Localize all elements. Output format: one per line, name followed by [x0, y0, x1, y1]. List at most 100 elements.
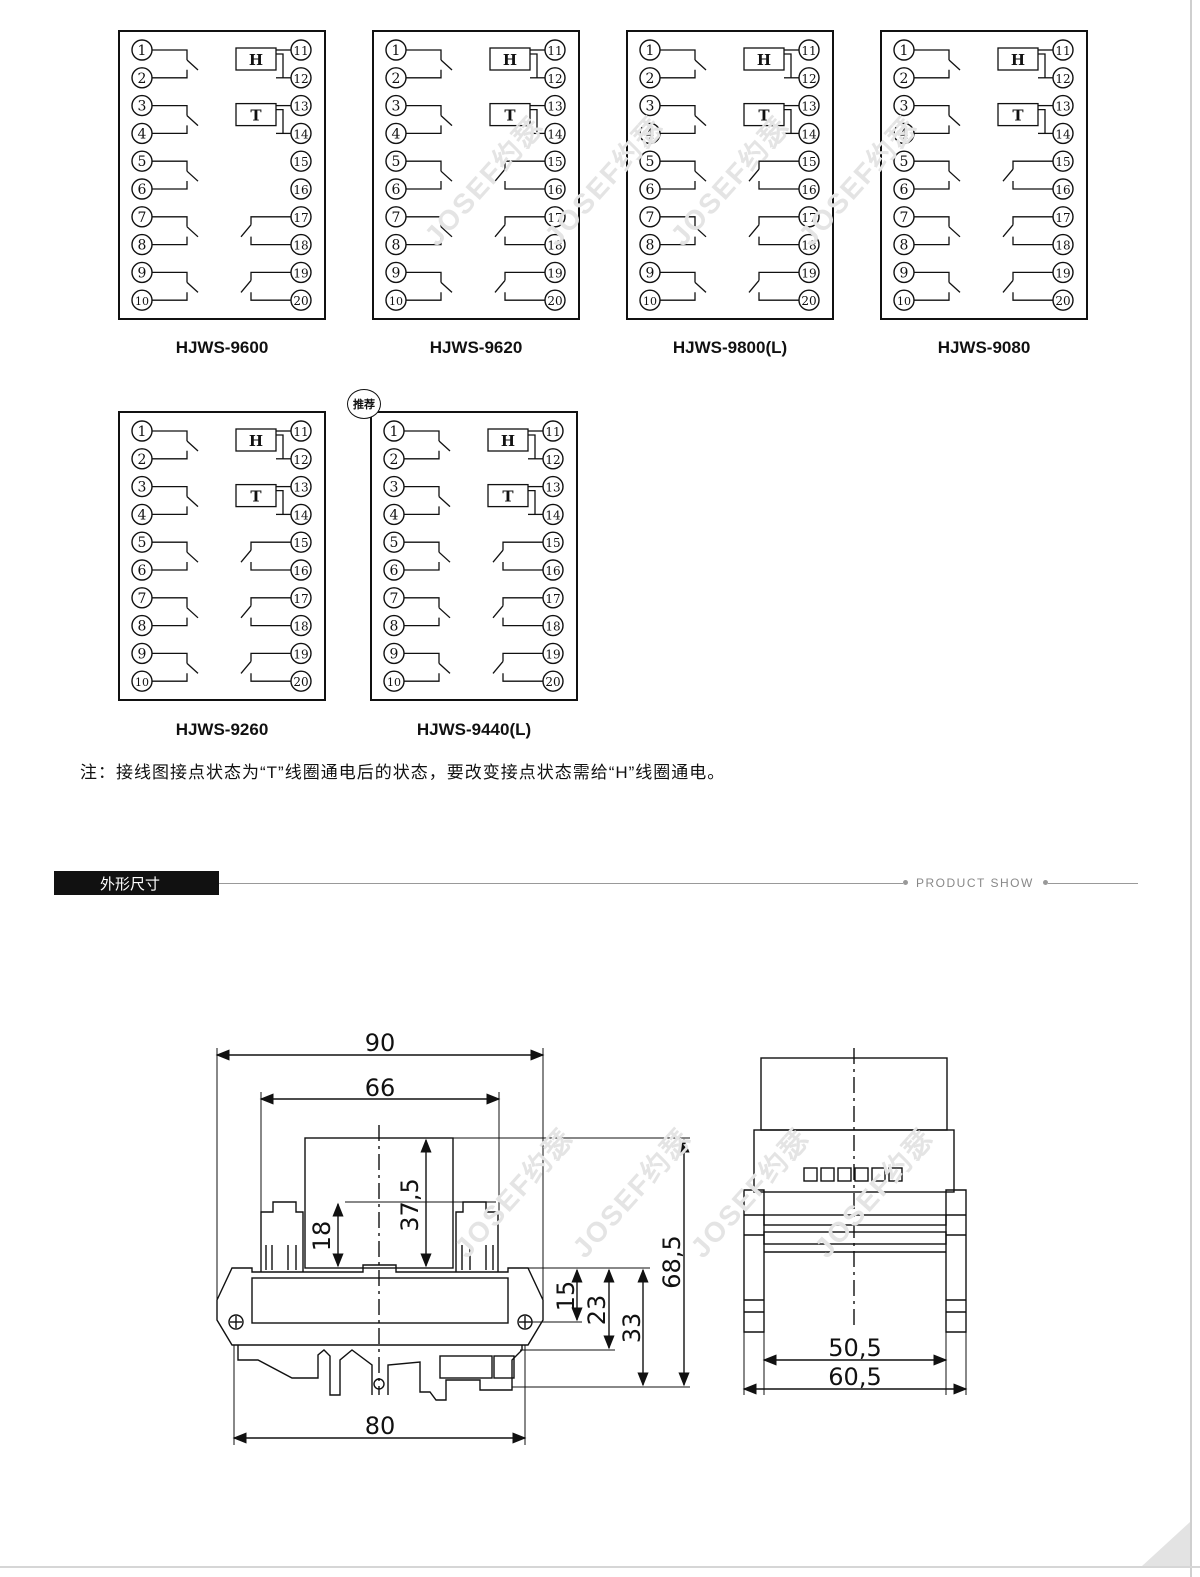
svg-text:16: 16: [1055, 183, 1070, 197]
terminal-right: 15: [1052, 150, 1074, 172]
contact-left: [404, 541, 451, 571]
page-edge-right: [1190, 0, 1192, 1577]
svg-text:15: 15: [293, 155, 308, 169]
svg-text:13: 13: [547, 100, 562, 114]
svg-text:5: 5: [392, 154, 401, 170]
svg-text:16: 16: [293, 183, 308, 197]
svg-text:3: 3: [138, 99, 147, 115]
terminal-right: 14: [1052, 122, 1074, 145]
svg-text:17: 17: [801, 211, 816, 225]
terminal-left: 6: [131, 178, 153, 200]
svg-text:12: 12: [1055, 72, 1070, 86]
svg-text:10: 10: [135, 676, 149, 689]
svg-text:17: 17: [293, 592, 308, 606]
model-label: HJWS-9600: [175, 338, 269, 357]
svg-text:3: 3: [900, 99, 909, 115]
terminal-right: 19: [798, 261, 820, 284]
svg-text:H: H: [503, 51, 517, 69]
svg-text:7: 7: [900, 210, 909, 226]
dim-terminal-height: 18: [308, 1221, 336, 1252]
svg-text:5: 5: [138, 535, 147, 551]
contact-right: [1002, 271, 1053, 301]
contact-left: [404, 485, 451, 516]
contact-right: [494, 160, 545, 190]
svg-text:H: H: [757, 51, 771, 69]
svg-text:10: 10: [135, 295, 149, 308]
svg-text:12: 12: [293, 72, 308, 86]
svg-text:9: 9: [900, 265, 909, 281]
svg-text:4: 4: [392, 126, 401, 142]
svg-text:7: 7: [138, 591, 147, 607]
terminal-right: 12: [1052, 67, 1074, 89]
terminal-right: 17: [798, 206, 820, 228]
contact-left: [406, 216, 453, 246]
svg-text:19: 19: [547, 266, 562, 280]
contact-right: [494, 271, 545, 301]
coil-t: T: [489, 102, 545, 135]
contact-left: [152, 652, 199, 682]
divider-dot: [903, 880, 908, 885]
terminal-right: 19: [290, 261, 312, 284]
svg-text:2: 2: [138, 71, 147, 87]
coil-h: H: [997, 47, 1053, 79]
terminal-right: 15: [544, 150, 566, 172]
contact-left: [914, 160, 961, 190]
contact-left: [914, 271, 961, 301]
contact-left: [404, 430, 451, 460]
svg-text:17: 17: [545, 592, 560, 606]
svg-text:18: 18: [1055, 239, 1070, 253]
svg-text:6: 6: [390, 563, 399, 579]
terminal-right: 14: [542, 503, 564, 526]
terminal-right: 17: [290, 206, 312, 228]
coil-h: H: [489, 47, 545, 79]
contact-left: [404, 652, 451, 682]
svg-text:3: 3: [390, 480, 399, 496]
svg-text:3: 3: [138, 480, 147, 496]
svg-text:13: 13: [293, 100, 308, 114]
terminal-right: 14: [798, 122, 820, 145]
dim-h33: 33: [618, 1313, 646, 1344]
coil-t: T: [235, 483, 291, 516]
contact-right: [240, 541, 291, 571]
svg-text:8: 8: [392, 238, 401, 254]
svg-text:H: H: [249, 432, 263, 450]
svg-text:3: 3: [392, 99, 401, 115]
svg-text:15: 15: [1055, 155, 1070, 169]
svg-text:11: 11: [547, 44, 562, 58]
svg-text:19: 19: [1055, 266, 1070, 280]
terminal-left: 8: [893, 233, 915, 256]
terminal-right: 20: [290, 670, 312, 692]
svg-text:20: 20: [293, 675, 308, 689]
contact-left: [660, 271, 707, 301]
dim-body-height: 37,5: [396, 1178, 424, 1231]
svg-text:12: 12: [545, 453, 560, 467]
terminal-left: 4: [385, 122, 407, 145]
terminal-right: 15: [290, 150, 312, 172]
svg-text:16: 16: [545, 564, 560, 578]
svg-text:8: 8: [138, 238, 147, 254]
svg-text:11: 11: [545, 425, 560, 439]
section-subtitle: PRODUCT SHOW: [916, 876, 1034, 890]
contact-right: [492, 652, 543, 682]
terminal-right: 18: [544, 233, 566, 256]
svg-text:10: 10: [897, 295, 911, 308]
svg-text:8: 8: [900, 238, 909, 254]
terminal-right: 17: [544, 206, 566, 228]
svg-text:16: 16: [293, 564, 308, 578]
terminal-right: 12: [290, 448, 312, 470]
terminal-right: 17: [290, 587, 312, 609]
coil-h: H: [235, 428, 291, 460]
dim-side-inner: 50,5: [828, 1334, 881, 1362]
svg-text:20: 20: [801, 294, 816, 308]
contact-left: [406, 104, 453, 135]
terminal-right: 13: [544, 94, 566, 117]
svg-text:8: 8: [390, 619, 399, 635]
svg-text:11: 11: [801, 44, 816, 58]
front-view: [215, 1048, 690, 1445]
svg-text:H: H: [249, 51, 263, 69]
svg-text:11: 11: [293, 44, 308, 58]
